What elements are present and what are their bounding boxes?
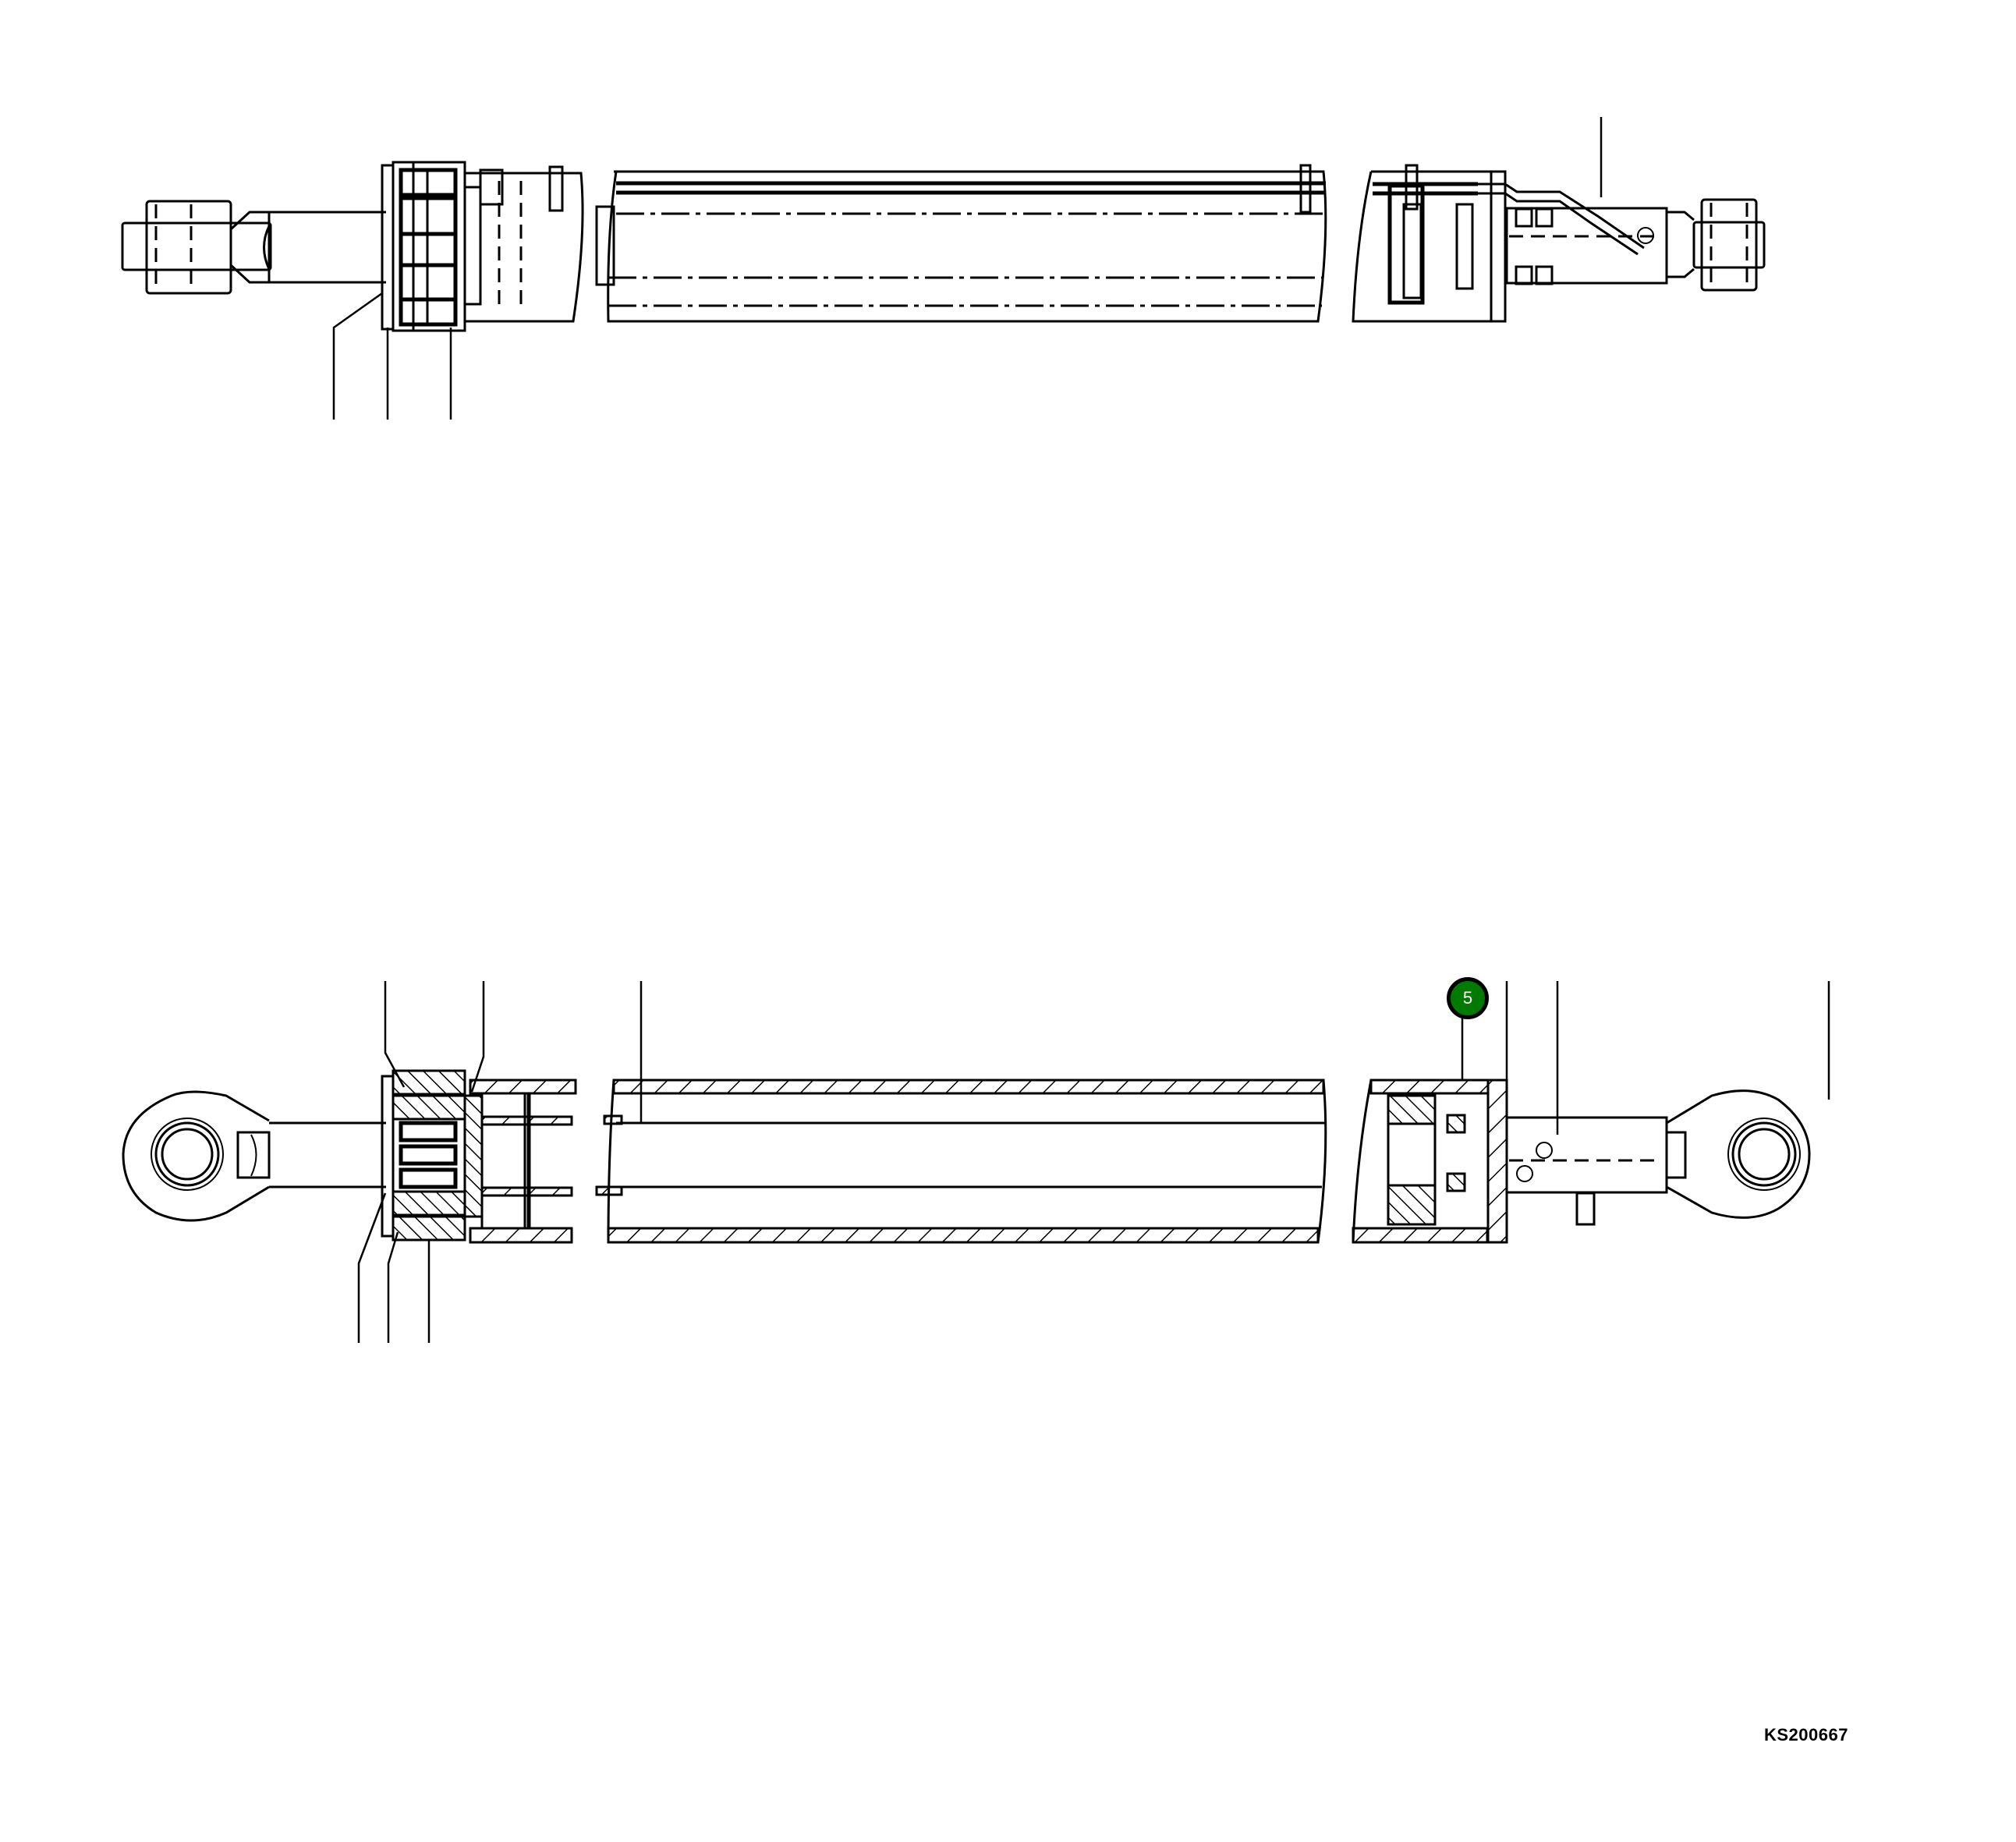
gland-section <box>381 1069 484 1242</box>
leader-bottom-4 <box>357 1192 387 1343</box>
gland-tube-section <box>469 1079 577 1244</box>
reference-code: KS200667 <box>1764 1725 1848 1745</box>
rod-block-top <box>1478 117 1668 285</box>
leader-bottom-2 <box>470 981 485 1093</box>
callout-5[interactable]: 5 <box>1447 977 1489 1019</box>
leader-bottom-5 <box>387 1231 399 1343</box>
leader-bottom-1 <box>384 981 406 1088</box>
top-view <box>121 117 1766 420</box>
rod-block-section <box>1505 1116 1668 1226</box>
cap-end-top <box>1352 164 1507 323</box>
cap-end-section <box>1352 1079 1508 1244</box>
right-clevis-top <box>1667 198 1766 292</box>
left-clevis-top <box>121 200 386 295</box>
bottom-view <box>122 981 1830 1343</box>
gland-head-top <box>381 161 584 332</box>
callout-5-number: 5 <box>1462 988 1473 1008</box>
leader-top-1 <box>332 292 383 420</box>
left-rod-eye <box>122 1090 386 1222</box>
barrel-top <box>595 164 1327 323</box>
barrel-section <box>595 1079 1327 1244</box>
right-rod-eye <box>1665 1089 1811 1219</box>
